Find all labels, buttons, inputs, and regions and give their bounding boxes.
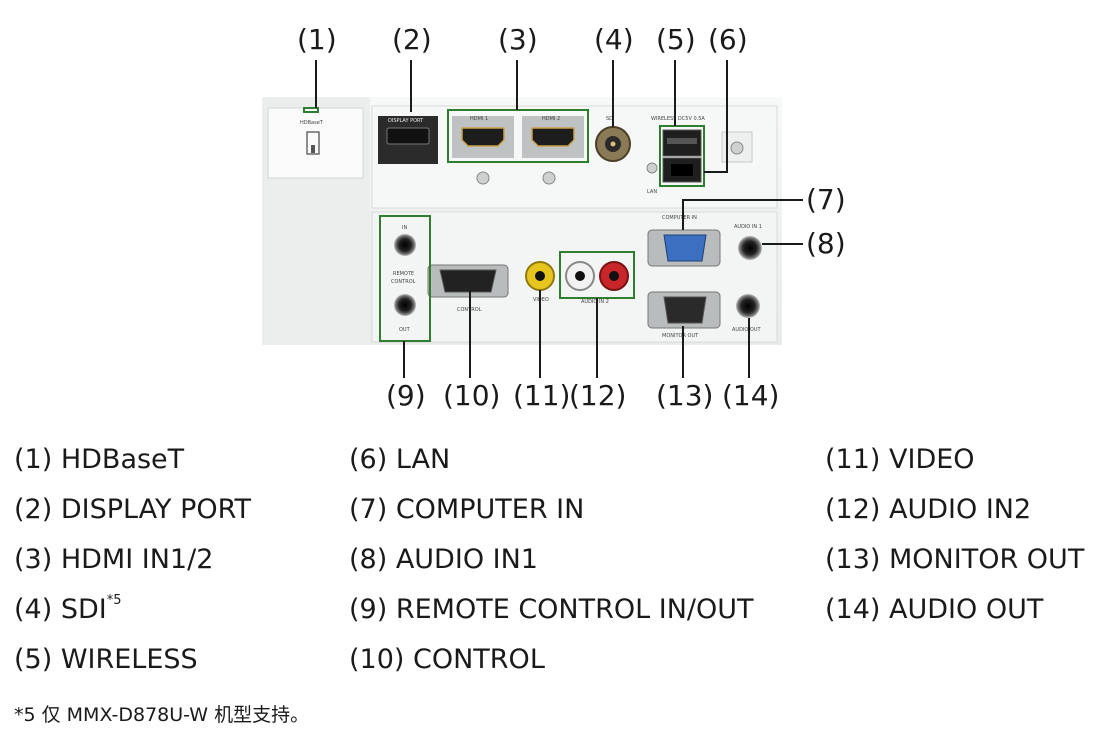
legend-item-8: (8) AUDIO IN1 [349, 544, 538, 575]
legend-item-5: (5) WIRELESS [14, 644, 198, 675]
display-port-panel-label: DISPLAY PORT [388, 118, 424, 124]
remote-panel-label: REMOTE [393, 271, 414, 277]
legend-item-3: (3) HDMI IN1/2 [14, 544, 214, 575]
callout-6: (6) [708, 23, 748, 56]
legend-item-7: (7) COMPUTER IN [349, 494, 585, 525]
callout-8: (8) [806, 227, 846, 260]
hdbaset-port [306, 131, 320, 155]
computer-in-panel-label: COMPUTER IN [662, 215, 697, 221]
callout-10: (10) [443, 379, 501, 412]
legend-item-14: (14) AUDIO OUT [825, 594, 1044, 625]
legend-item-1: (1) HDBaseT [14, 444, 185, 475]
sdi-footnote-marker: *5 [106, 593, 122, 608]
callout-7: (7) [806, 183, 846, 216]
sdi-panel-label: SDI [606, 116, 615, 122]
legend-item-6: (6) LAN [349, 444, 451, 475]
legend-item-10: (10) CONTROL [349, 644, 545, 675]
audio-in2-panel-label: AUDIO IN 2 [581, 299, 609, 305]
audio-in1-panel-label: AUDIO IN 1 [734, 224, 762, 230]
callout-5: (5) [656, 23, 696, 56]
leader-7 [682, 199, 803, 230]
legend-item-11: (11) VIDEO [825, 444, 975, 475]
lan-panel-label: LAN [647, 189, 657, 195]
highlight-1 [303, 107, 319, 113]
monitor-out-vga-port [663, 296, 707, 324]
hdbaset-panel-label: HDBaseT [300, 120, 324, 126]
legend-item-13: (13) MONITOR OUT [825, 544, 1085, 575]
callout-2: (2) [392, 23, 432, 56]
legend-item-4-text: (4) SDI [14, 594, 107, 625]
callout-4: (4) [594, 23, 634, 56]
callout-13: (13) [656, 379, 714, 412]
footnote: *5 仅 MMX-D878U-W 机型支持。 [14, 704, 310, 726]
audio-out-jack [736, 294, 760, 318]
callout-14: (14) [722, 379, 780, 412]
remote-out-panel-label: OUT [399, 327, 411, 333]
hdmi1-connector [461, 127, 505, 147]
control-db9-port [439, 269, 497, 293]
highlight-5-6 [659, 125, 705, 187]
remote-in-jack [394, 234, 416, 256]
audio-out-panel-label: AUDIO OUT [732, 327, 762, 333]
hdmi1-panel-label: HDMI 1 [470, 116, 488, 122]
hdmi2-panel-label: HDMI 2 [542, 116, 560, 122]
remote-control-panel-label: CONTROL [391, 279, 416, 285]
remote-in-panel-label: IN [402, 225, 407, 231]
legend-item-9: (9) REMOTE CONTROL IN/OUT [349, 594, 754, 625]
computer-in-vga-port [663, 234, 707, 262]
callout-9: (9) [386, 379, 426, 412]
callout-1: (1) [297, 23, 337, 56]
remote-out-jack [394, 294, 416, 316]
legend-item-2: (2) DISPLAY PORT [14, 494, 251, 525]
legend-item-12: (12) AUDIO IN2 [825, 494, 1032, 525]
callout-11: (11) [513, 379, 571, 412]
hdmi2-connector [531, 127, 575, 147]
wireless-panel-label: WIRELESS DC5V 0.5A [651, 116, 705, 122]
legend-item-4: (4) SDI*5 [14, 593, 122, 625]
audio-in1-jack [738, 236, 762, 260]
hdbaset-port-area [267, 107, 364, 179]
callout-12: (12) [569, 379, 627, 412]
display-port-connector [386, 127, 430, 145]
callout-3: (3) [498, 23, 538, 56]
leader-6 [704, 60, 728, 173]
monitor-out-panel-label: MONITOR OUT [662, 333, 699, 339]
